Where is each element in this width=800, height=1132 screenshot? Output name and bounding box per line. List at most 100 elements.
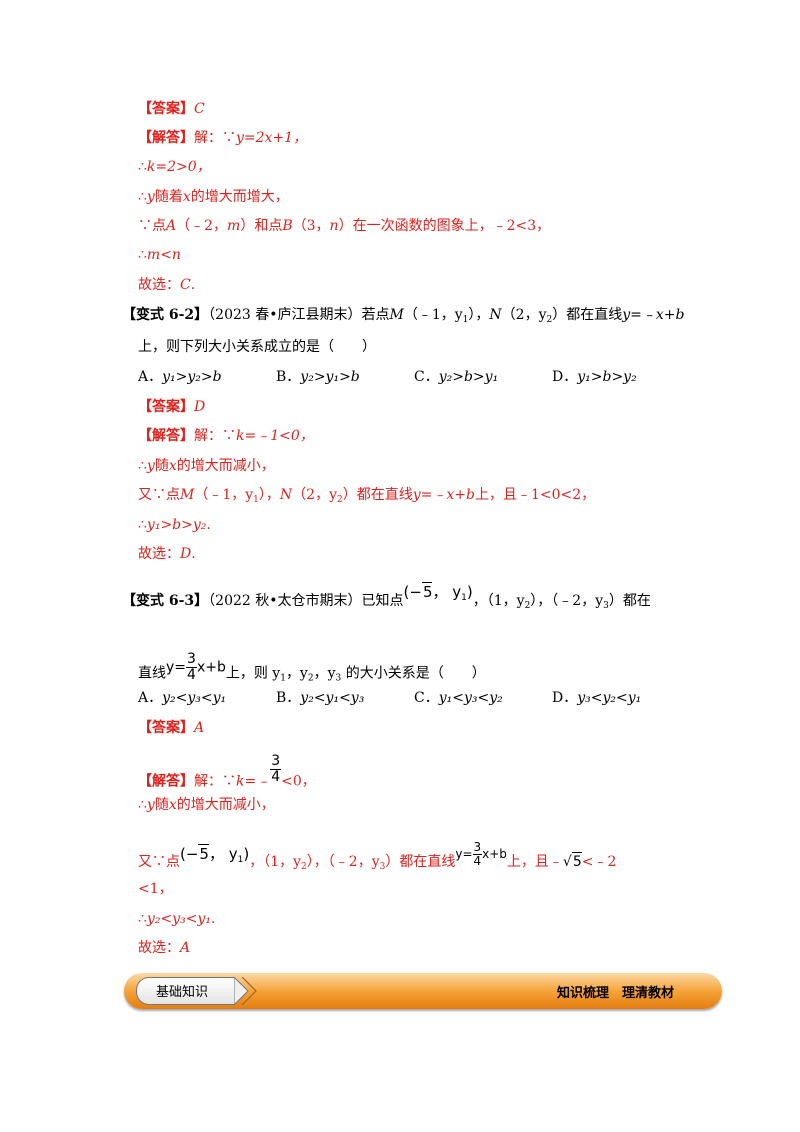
text: 3	[335, 673, 342, 684]
text: ），（﹣2，y	[530, 593, 604, 609]
text: A	[166, 218, 177, 234]
text: D．	[552, 690, 578, 706]
text: A．	[138, 690, 163, 706]
text: 1	[462, 315, 469, 325]
text: <0，	[281, 773, 316, 790]
solution-line-2: ∴k=2>0，	[138, 158, 211, 176]
banner-right-label: 知识梳理 理清教材	[556, 986, 674, 1001]
text: 5	[571, 852, 582, 870]
text: ）和点	[240, 218, 283, 234]
text: x	[168, 797, 177, 813]
text: （2，y	[501, 307, 547, 323]
text: y₁>b>y₂	[146, 517, 207, 533]
text: （3，	[292, 218, 330, 234]
text: ，y	[285, 665, 308, 682]
text: （2，y	[292, 487, 337, 503]
text: ∴	[138, 911, 147, 927]
text: x+b	[482, 847, 507, 861]
text: 5	[198, 844, 209, 863]
text: 3	[603, 601, 609, 611]
text: D．	[552, 369, 578, 385]
text: 的增大而增大，	[190, 189, 289, 205]
text: 3	[270, 753, 282, 770]
text: m	[227, 218, 241, 234]
text: 解：∵	[194, 428, 236, 444]
text: y=	[455, 847, 473, 861]
text: ，（1，y	[472, 593, 525, 609]
text: ∵	[222, 130, 236, 146]
text: 直线	[138, 665, 166, 682]
text: 2	[301, 862, 307, 872]
text: ， y	[432, 583, 462, 601]
text: A	[180, 940, 191, 956]
text: 解：∵	[194, 773, 236, 790]
text: N	[279, 487, 293, 503]
text: B．	[276, 690, 301, 706]
text: k=﹣1<0，	[236, 428, 314, 444]
text: C	[180, 277, 191, 293]
text: B．	[276, 369, 301, 385]
option-a: A．y₁>y₂>b	[138, 368, 222, 386]
text: 2	[524, 601, 531, 611]
text: y=﹣x+b	[622, 307, 685, 323]
text: ）都在直线	[342, 487, 413, 503]
text: 上，则 y	[225, 665, 281, 682]
text: 4	[271, 769, 281, 785]
text: 3	[379, 862, 386, 872]
text: 【变式 6-3】	[122, 593, 209, 609]
text: y	[146, 189, 155, 205]
text: （2023 春•庐江县期末）若点	[208, 307, 390, 323]
text: ）	[552, 307, 567, 323]
text: M	[180, 487, 195, 503]
text: ），（﹣2，y	[306, 854, 380, 870]
solution-3-line-5: ∴y₂<y₃<y₁.	[138, 910, 215, 928]
text: 都在直线	[566, 307, 623, 323]
text: x	[168, 458, 177, 474]
text: (−	[403, 583, 422, 601]
text: （﹣1，y	[403, 307, 463, 323]
text: ∴	[138, 247, 147, 263]
answer-line-3: 【答案】A	[138, 719, 204, 737]
text: 1	[461, 593, 467, 603]
text: y₂>y₁>b	[300, 369, 360, 385]
text: 2	[546, 315, 553, 325]
text: 4	[473, 854, 482, 868]
answer-value: C	[194, 101, 205, 117]
text: 1	[237, 855, 244, 865]
solution-line-4: ∵点A（﹣2，m）和点B（3，n）在一次函数的图象上，﹣2<3，	[138, 217, 550, 235]
text: ）在一次函数的图象上，﹣2<3，	[338, 218, 551, 234]
solution-line-5: ∴m<n	[138, 246, 181, 264]
solution-3-line-6: 故选：A	[138, 939, 190, 957]
text: y=2x+1，	[236, 130, 308, 146]
text: 的大小关系是（ ）	[341, 665, 486, 682]
text: .	[191, 546, 196, 562]
text: 的增大而减小，	[176, 458, 275, 474]
text: )	[243, 845, 250, 863]
text: M	[389, 307, 404, 323]
text: 的增大而减小，	[176, 797, 275, 813]
text: （2022 秋•太仓市期末）已知点	[208, 593, 404, 609]
text: 上，且﹣	[506, 854, 563, 870]
text: 点	[152, 218, 166, 234]
text: (−	[180, 845, 199, 863]
text: ， y	[208, 845, 238, 863]
text: ∴	[138, 159, 147, 175]
point-neg-sqrt5: (−5， y1)	[180, 844, 250, 865]
text: C．	[414, 690, 439, 706]
text: .	[190, 277, 196, 293]
text: 1	[280, 673, 286, 684]
text: D	[194, 399, 206, 415]
text: 上，且﹣1<0<2，	[474, 487, 596, 503]
text: y₁<y₃<y₂	[438, 690, 503, 706]
text: k=2>0，	[146, 159, 211, 175]
text: √	[562, 854, 572, 870]
text: 故选：	[138, 277, 180, 293]
option-b: B．y₂<y₁<y₃	[276, 689, 364, 707]
solution-label: 【解答】	[138, 130, 194, 146]
option-a: A．y₂<y₃<y₁	[138, 689, 226, 707]
solution-line-1: 【解答】解：∵y=2x+1，	[138, 129, 307, 147]
